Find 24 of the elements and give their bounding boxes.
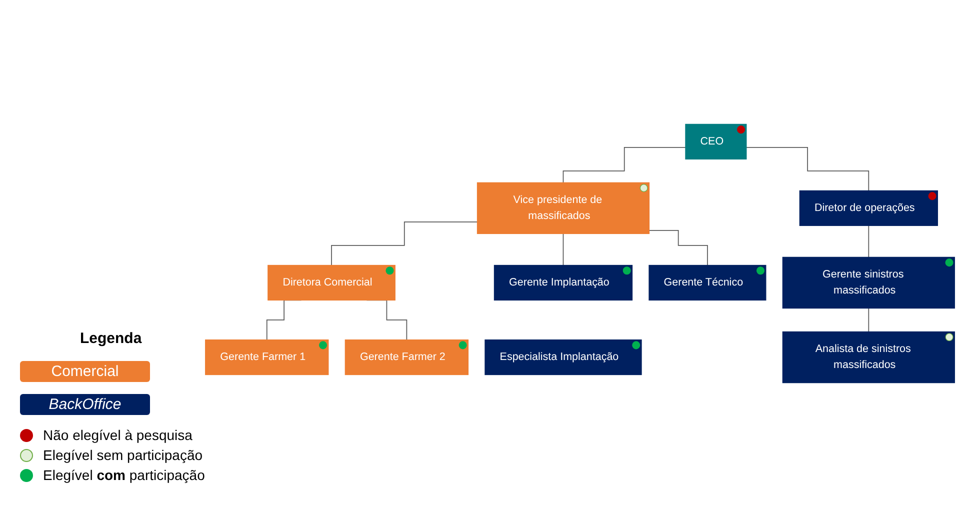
connector — [331, 222, 478, 266]
role-box: Gerente Técnico — [648, 264, 766, 301]
connector — [868, 225, 870, 258]
role-box: Vice presidente de massificados — [476, 182, 650, 234]
role-box: Gerente sinistros massificados — [782, 256, 955, 309]
role-box: Gerente Farmer 2 — [344, 339, 469, 376]
legend-text: Elegível sem participação — [43, 447, 203, 463]
legend-text: Não elegível à pesquisa — [43, 427, 192, 443]
legend-key: Comercial — [20, 361, 150, 382]
connector — [868, 308, 870, 332]
role-box: Diretor de operações — [799, 190, 938, 226]
connector — [562, 147, 686, 184]
connector — [562, 233, 564, 266]
role-box: Diretora Comercial — [268, 264, 396, 301]
legend-heading: Legenda — [80, 330, 142, 347]
role-box: Especialista Implantação — [484, 339, 642, 376]
connector — [746, 147, 870, 192]
role-box: Gerente Farmer 1 — [205, 339, 329, 376]
role-box: CEO — [685, 124, 747, 160]
connector — [648, 230, 708, 266]
legend-text: Elegível com participação — [43, 467, 205, 483]
role-box: Gerente Implantação — [494, 264, 633, 301]
role-box: Analista de sinistros massificados — [782, 331, 955, 384]
legend-key: BackOffice — [20, 394, 150, 415]
